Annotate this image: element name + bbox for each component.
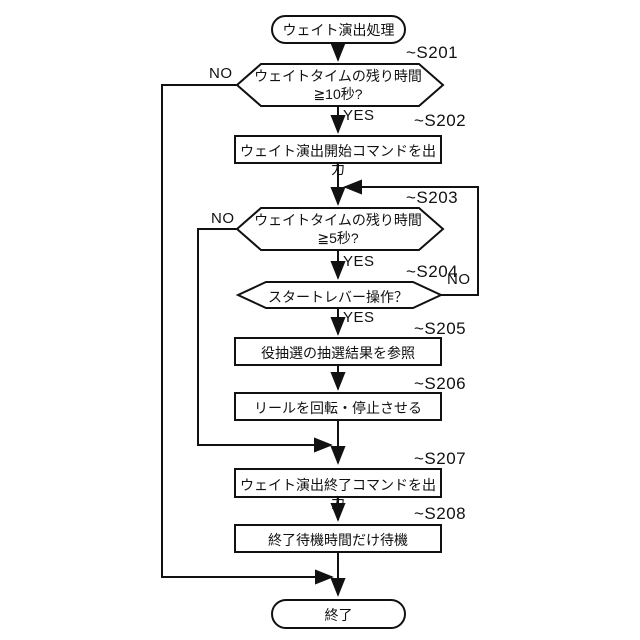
no-label-s201: NO bbox=[209, 65, 233, 82]
process-s202-text: ウェイト演出開始コマンドを出力 bbox=[240, 143, 436, 177]
no-label-s204: NO bbox=[447, 271, 471, 288]
decision-s203-shape bbox=[235, 207, 445, 251]
edge-s201-no-loop bbox=[161, 84, 334, 585]
process-s202-shape bbox=[234, 135, 442, 164]
process-s205-text: 役抽選の抽選結果を参照 bbox=[261, 345, 415, 361]
yes-label-s204: YES bbox=[343, 309, 375, 326]
decision-s201-shape bbox=[235, 63, 445, 107]
yes-label-s203: YES bbox=[343, 253, 375, 270]
step-label-s208: ~S208 bbox=[414, 504, 467, 523]
step-label-s202: ~S202 bbox=[414, 111, 467, 130]
start-terminal-label: ウェイト演出処理 bbox=[282, 22, 395, 38]
decision-s204-text: スタートレバー操作？ bbox=[268, 289, 408, 305]
decision-s203-line1: ウェイトタイムの残り時間 bbox=[254, 212, 422, 228]
edge-s203-no-loop bbox=[197, 228, 333, 453]
decision-s203-line2: ≧5秒? bbox=[317, 230, 359, 246]
yes-label-s201: YES bbox=[343, 107, 375, 124]
decision-s204-shape bbox=[235, 281, 444, 309]
decision-s201-line1: ウェイトタイムの残り時間 bbox=[254, 68, 422, 84]
no-label-s203: NO bbox=[211, 210, 235, 227]
process-s206-shape bbox=[234, 392, 442, 421]
process-s208-shape bbox=[234, 524, 442, 553]
step-label-s207: ~S207 bbox=[414, 449, 467, 468]
step-label-s205: ~S205 bbox=[414, 319, 467, 338]
process-s207-shape bbox=[234, 468, 442, 498]
edge-s204-no-loop bbox=[343, 179, 479, 296]
decision-s203-text: ウェイトタイムの残り時間 ≧5秒? bbox=[245, 211, 431, 247]
start-terminal-shape bbox=[271, 15, 406, 44]
process-s208-text: 終了待機時間だけ待機 bbox=[268, 532, 408, 548]
process-s206-text: リールを回転・停止させる bbox=[254, 400, 422, 416]
process-s207-text: ウェイト演出終了コマンドを出力 bbox=[240, 477, 436, 511]
step-label-s206: ~S206 bbox=[414, 374, 467, 393]
end-terminal-shape bbox=[271, 599, 406, 629]
step-label-s201: ~S201 bbox=[406, 43, 459, 62]
decision-s201-line2: ≧10秒? bbox=[313, 86, 363, 102]
step-label-s203: ~S203 bbox=[406, 188, 459, 207]
decision-s201-text: ウェイトタイムの残り時間 ≧10秒? bbox=[245, 67, 431, 103]
process-s205-shape bbox=[234, 337, 442, 366]
step-label-s204: ~S204 bbox=[406, 262, 459, 281]
end-terminal-label: 終了 bbox=[324, 607, 353, 623]
